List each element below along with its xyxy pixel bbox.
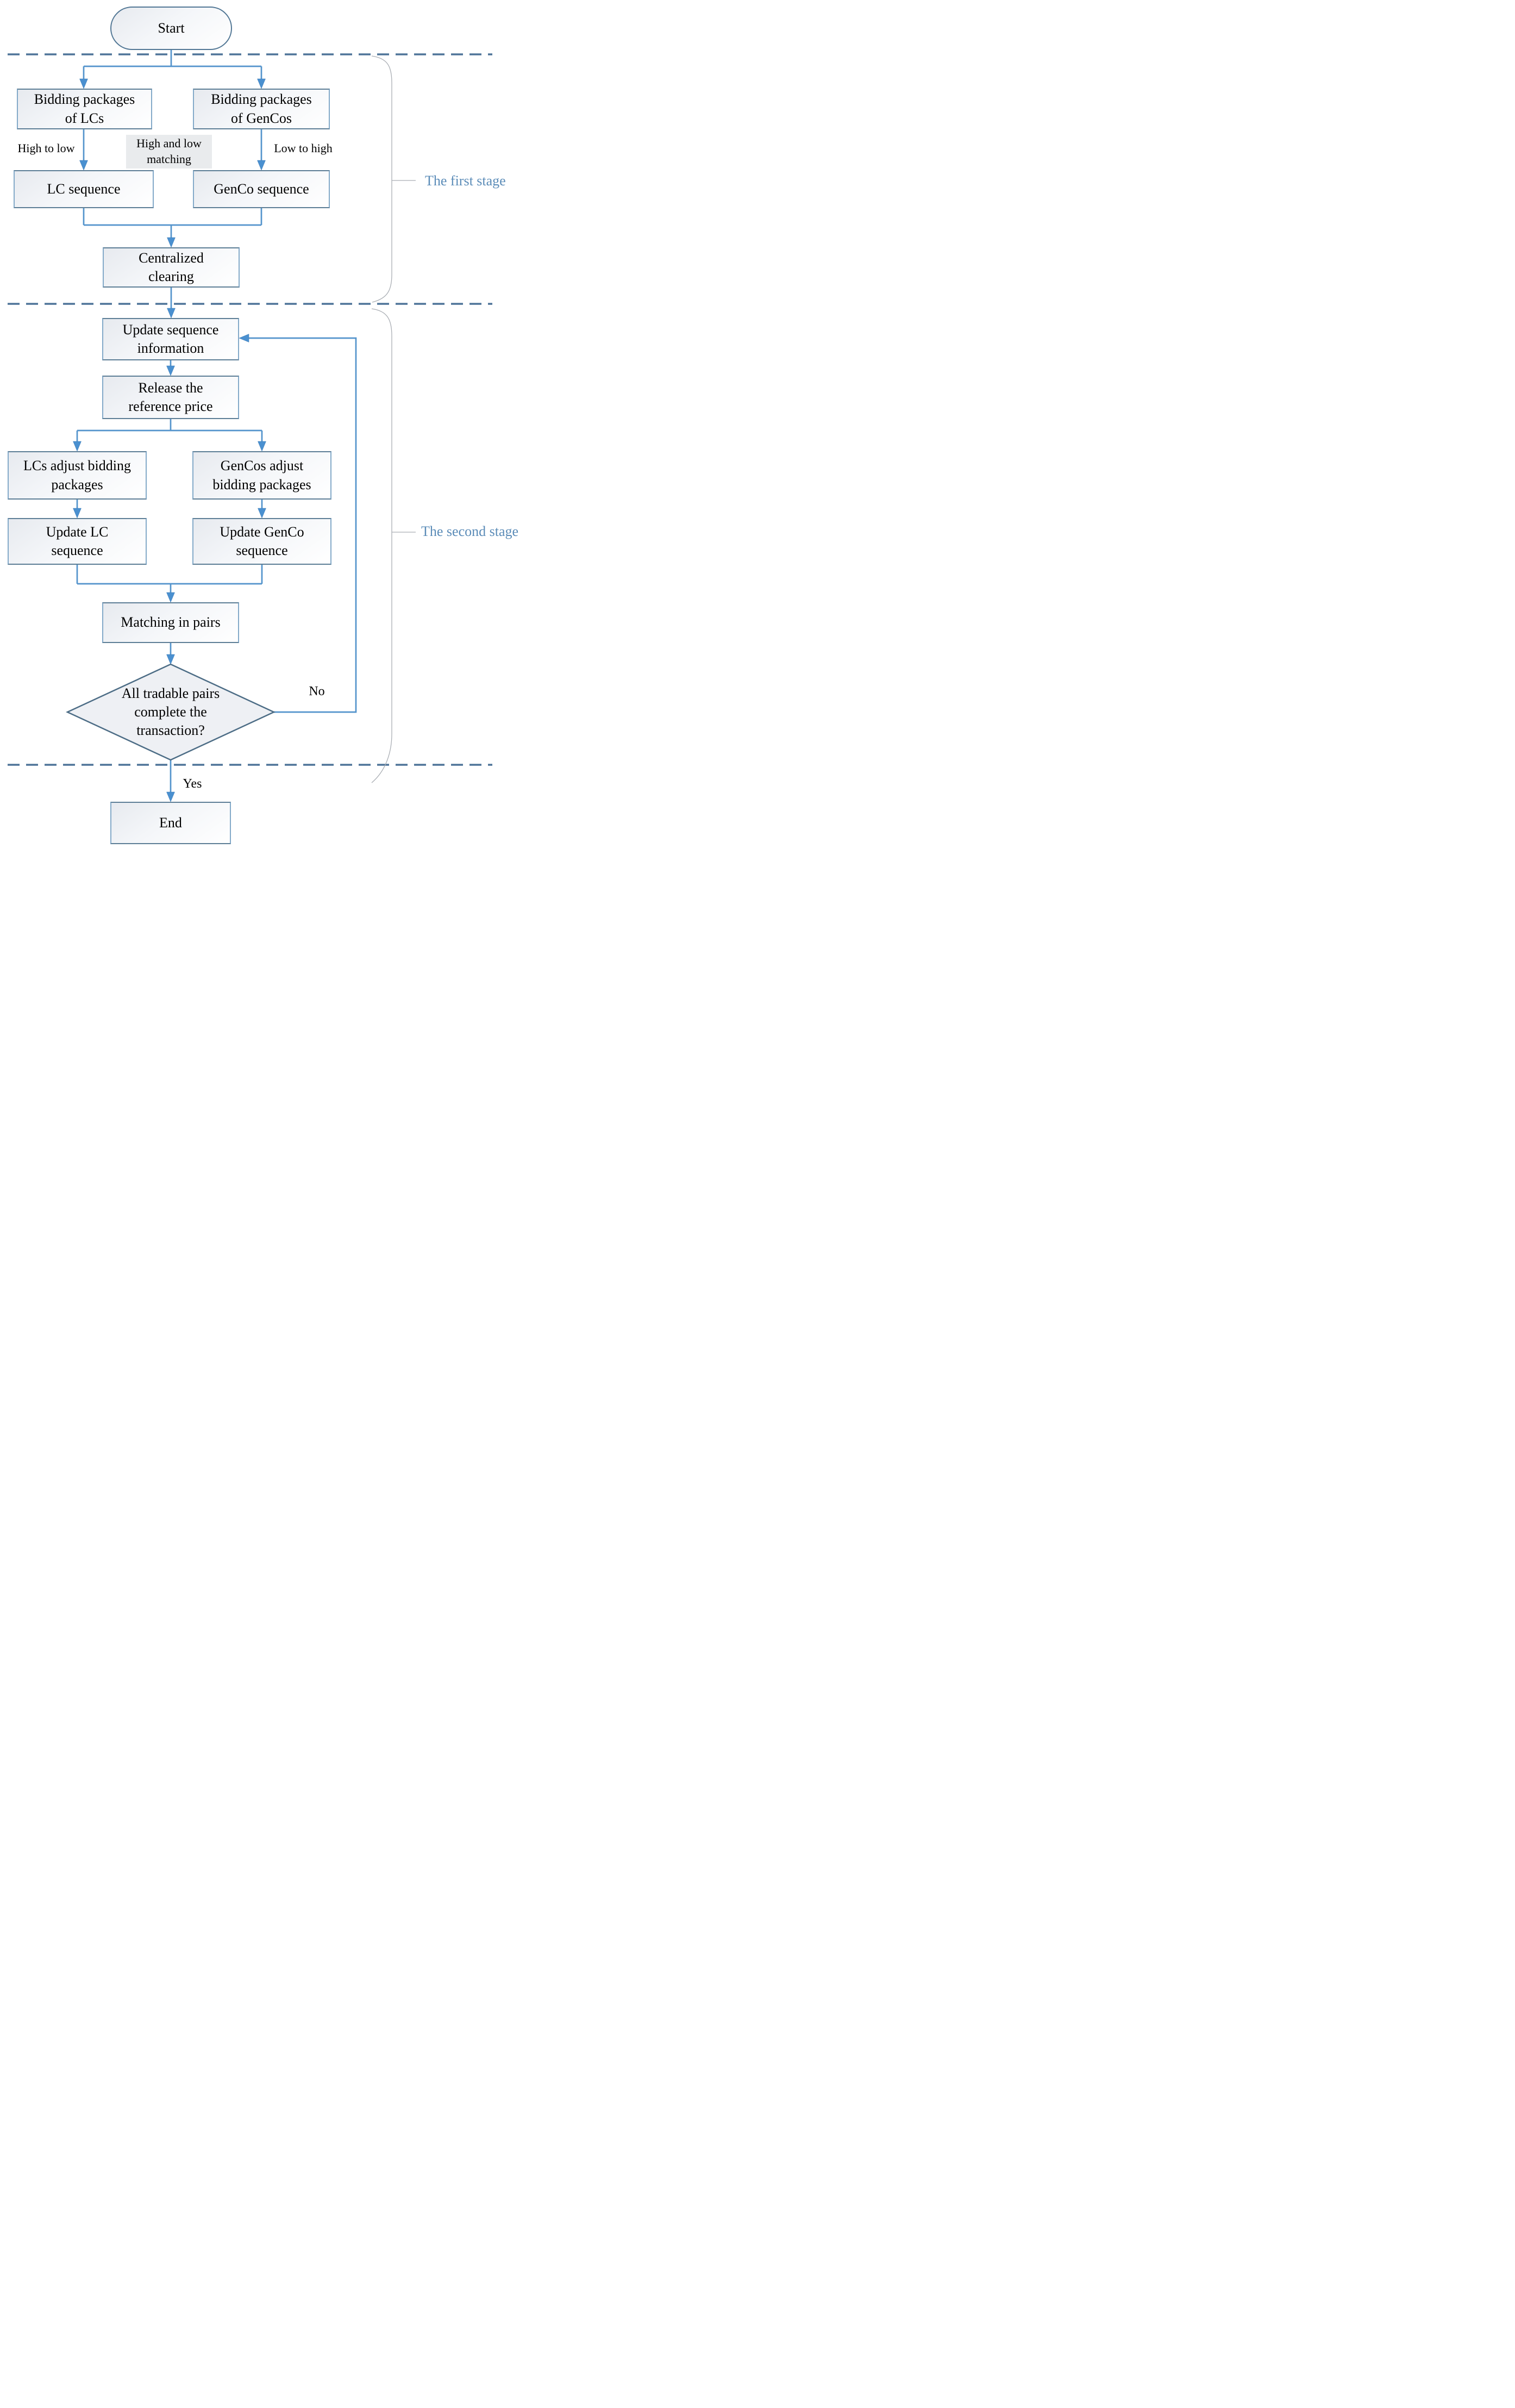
node-gencos-adjust-bidding-packages: GenCos adjust bidding packages (192, 451, 331, 500)
edge-label-low-to-high: Low to high (274, 141, 333, 155)
stage-dividers (8, 53, 492, 766)
node-update-lc-sequence: Update LC sequence (8, 518, 147, 565)
node-genco-sequence: GenCo sequence (193, 170, 330, 208)
node-bidding-packages-gencos: Bidding packages of GenCos (193, 89, 330, 129)
connector-layer (8, 50, 492, 802)
first-stage-label: The first stage (425, 173, 506, 189)
edge-label-no: No (309, 684, 325, 699)
edge-label-high-to-low: High to low (17, 141, 75, 155)
edges (76, 50, 357, 793)
arrowhead-into-end (166, 791, 175, 802)
node-release-reference-price: Release the reference price (102, 376, 239, 419)
decision-diamond-shape (66, 663, 276, 761)
arrowhead-into-matching (166, 592, 175, 603)
node-bidding-packages-gencos-line1: Bidding packages (211, 91, 312, 108)
arrowhead-into-update-genco-seq (258, 508, 266, 519)
node-matching-in-pairs: Matching in pairs (102, 602, 239, 643)
node-bidding-packages-lcs-line1: Bidding packages (34, 91, 135, 108)
arrowhead-into-decision (166, 654, 175, 665)
node-bidding-packages-lcs: Bidding packages of LCs (17, 89, 152, 129)
arrowhead-into-update-seq-info (167, 308, 176, 319)
arrowhead-into-update-lc-seq (73, 508, 82, 519)
arrowhead-into-gencos-adjust (258, 441, 266, 452)
arrowhead-into-lcs-adjust (73, 441, 82, 452)
edge-start-split (83, 50, 262, 79)
node-end: End (110, 802, 231, 844)
arrowhead-into-centralized (167, 237, 176, 248)
edge-label-high-and-low-matching: High and low matching (126, 135, 212, 169)
second-stage-label: The second stage (421, 523, 519, 539)
node-lc-sequence: LC sequence (14, 170, 154, 208)
edge-updateseqs-merge (76, 565, 263, 593)
node-start: Start (110, 7, 232, 50)
node-bidding-packages-lcs-line2: of LCs (65, 110, 104, 126)
stage-braces (371, 55, 416, 783)
arrowhead-into-release-ref (166, 365, 175, 376)
arrowhead-loop-into-update-seq-info (239, 334, 249, 342)
edge-no-loop (249, 337, 357, 713)
node-centralized-clearing: Centralized clearing (103, 247, 240, 288)
arrowhead-into-genco-seq (257, 160, 266, 171)
edge-sequences-merge (83, 208, 262, 238)
second-stage-brace (371, 308, 392, 783)
edge-release-split (76, 419, 263, 442)
arrowhead-into-bid-lcs (79, 78, 88, 89)
two-stage-trading-flowchart: Start Bidding packages of LCs Bidding pa… (0, 0, 536, 851)
node-bidding-packages-gencos-line2: of GenCos (231, 110, 292, 126)
node-update-sequence-information: Update sequence information (102, 318, 239, 360)
arrowhead-into-lc-seq (79, 160, 88, 171)
arrowheads (73, 78, 266, 802)
node-start-label: Start (158, 20, 185, 36)
node-decision-all-tradable-pairs: All tradable pairs complete the transact… (121, 685, 220, 738)
node-lcs-adjust-bidding-packages: LCs adjust bidding packages (8, 451, 147, 500)
node-update-genco-sequence: Update GenCo sequence (192, 518, 331, 565)
arrowhead-into-bid-gencos (257, 78, 266, 89)
first-stage-brace (371, 55, 392, 303)
edge-label-yes: Yes (183, 777, 202, 791)
